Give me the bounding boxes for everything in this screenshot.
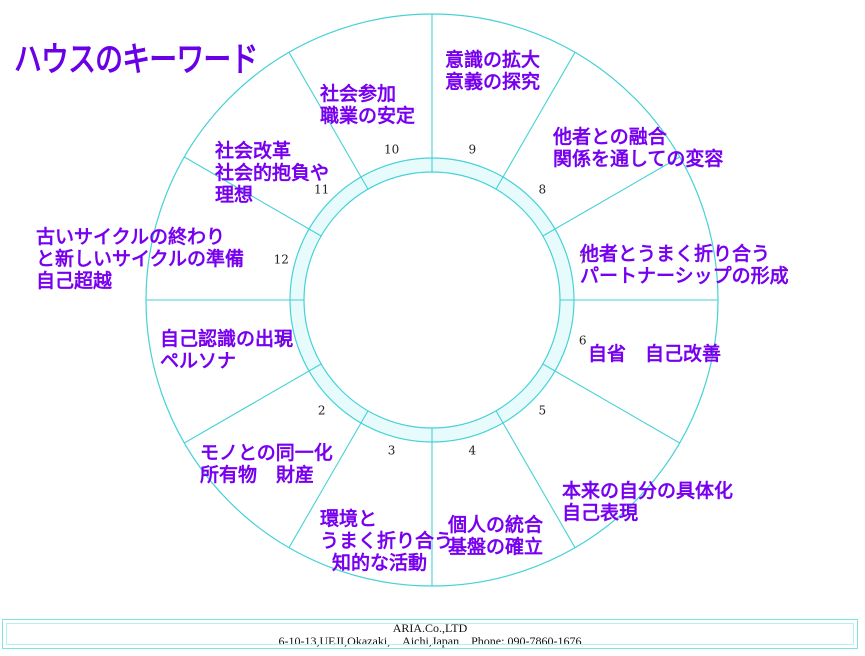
house-number-10: 10: [384, 142, 399, 156]
footer-company: ARIA.Co.,LTD: [392, 621, 468, 635]
house-8-keyword: 他者との融合関係を通しての変容: [553, 126, 724, 170]
house-5-keyword: 本来の自分の具体化自己表現: [562, 480, 734, 524]
house-6-keyword: 自省 自己改善: [588, 343, 722, 365]
cusp-line: [184, 156, 322, 237]
house-number-4: 4: [469, 444, 477, 458]
house-9-keyword: 意識の拡大意義の探究: [445, 49, 541, 93]
house-number-11: 11: [314, 183, 329, 197]
cusp-line: [288, 52, 369, 190]
house-number-3: 3: [388, 444, 396, 458]
house-number-1: 1: [277, 333, 285, 347]
house-number-5: 5: [538, 403, 546, 417]
house-10-keyword: 社会参加職業の安定: [320, 83, 416, 127]
cusp-line: [184, 363, 322, 444]
house-4-keyword: 個人の統合基盤の確立: [448, 514, 544, 558]
house-3-keyword: 環境とうまく折り合う知的な活動: [320, 508, 454, 574]
house-number-2: 2: [318, 403, 326, 417]
cusp-line: [542, 363, 680, 444]
footer: ARIA.Co.,LTD 6-10-13,UEJI,Okazaki, Aichi…: [2, 619, 858, 649]
house-11-keyword: 社会改革社会的抱負や理想: [215, 140, 330, 206]
house-number-12: 12: [274, 253, 289, 267]
house-number-7: 7: [579, 253, 587, 267]
cusp-line: [542, 156, 680, 237]
wheel-lines: [145, 13, 719, 587]
footer-address: 6-10-13,UEJI,Okazaki, Aichi,Japan Phone:…: [278, 634, 582, 648]
page-title: ハウスのキーワード: [14, 40, 258, 80]
house-number-8: 8: [538, 183, 546, 197]
house-2-keyword: モノとの同一化所有物 財産: [200, 442, 333, 486]
inner-ring-inner: [303, 171, 561, 429]
cusp-line: [495, 52, 576, 190]
house-12-keyword: 古いサイクルの終わりと新しいサイクルの準備自己超越: [36, 226, 245, 292]
cusp-line: [495, 410, 576, 548]
house-number-9: 9: [469, 142, 477, 156]
house-number-6: 6: [579, 333, 587, 347]
house-1-keyword: 自己認識の出現ペルソナ: [160, 328, 294, 372]
house-7-keyword: 他者とうまく折り合うパートナーシップの形成: [580, 243, 789, 287]
cusp-line: [288, 410, 369, 548]
